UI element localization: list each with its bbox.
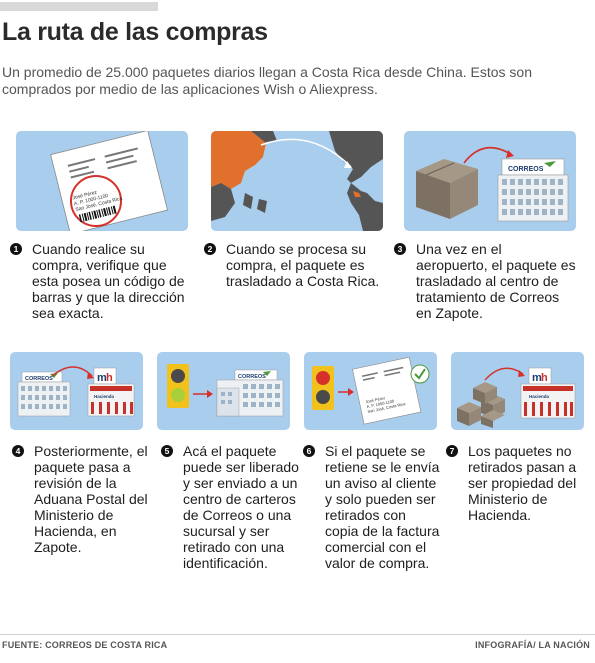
package-boxes-icon (457, 382, 505, 428)
step-number-badge: 5 (161, 445, 173, 457)
panel-3-airport-illustration: CORREOS (404, 131, 576, 231)
checkmark-icon (410, 364, 430, 384)
step-number-badge: 6 (303, 445, 315, 457)
svg-text:h: h (541, 372, 548, 384)
page-subtitle: Un promedio de 25.000 paquetes diarios l… (2, 64, 532, 97)
svg-text:Hacienda: Hacienda (94, 394, 115, 399)
correos-building-icon: CORREOS (216, 369, 284, 417)
correos-building-icon: CORREOS (17, 371, 71, 417)
step-number-badge: 2 (204, 243, 216, 255)
step-text: Acá el paquete puede ser liberado y ser … (183, 443, 299, 571)
shipping-label-icon (50, 131, 168, 231)
hacienda-building-icon: m h Hacienda (520, 367, 576, 419)
svg-text:m: m (532, 372, 542, 384)
top-accent-bar (0, 2, 158, 11)
step-number-badge: 4 (12, 445, 24, 457)
traffic-light-green-icon (167, 364, 189, 408)
step-text: Si el paquete se retiene se le envía un … (325, 443, 440, 571)
panel-6-retained-illustration: José Pérez A. P. 1000-1100 San José, Cos… (304, 352, 437, 430)
svg-text:José Pérez: José Pérez (72, 189, 98, 201)
world-map-icon (211, 131, 383, 231)
svg-text:José Pérez: José Pérez (365, 395, 386, 404)
step-text: Cuando se procesa su compra, el paquete … (226, 241, 380, 289)
package-box-icon (416, 159, 478, 219)
footer-divider (0, 634, 595, 635)
panel-1-label-illustration: José Pérez A. P. 1000-1100 San José, Cos… (16, 131, 188, 231)
svg-text:CORREOS: CORREOS (508, 166, 544, 173)
step-number-badge: 3 (394, 243, 406, 255)
svg-text:A. P. 1000-1100: A. P. 1000-1100 (366, 398, 395, 409)
step-text: Cuando realice su compra, verifique que … (32, 241, 185, 321)
source-credit: FUENTE: CORREOS DE COSTA RICA (2, 640, 168, 650)
svg-text:m: m (97, 372, 107, 384)
step-text: Una vez en el aeropuerto, el paquete es … (416, 241, 576, 321)
step-number-badge: 7 (446, 445, 458, 457)
correos-building-icon: CORREOS (497, 158, 569, 222)
page-title: La ruta de las compras (2, 18, 268, 46)
panel-7-hacienda-illustration: m h Hacienda (451, 352, 584, 430)
panel-2-map-illustration (211, 131, 383, 231)
svg-text:CORREOS: CORREOS (238, 374, 266, 380)
graphic-credit: INFOGRAFÍA/ LA NACIÓN (475, 640, 590, 650)
svg-text:h: h (106, 372, 113, 384)
svg-text:CORREOS: CORREOS (25, 376, 53, 382)
traffic-light-red-icon (312, 366, 334, 410)
svg-text:Hacienda: Hacienda (529, 394, 550, 399)
step-text: Los paquetes no retirados pasan a ser pr… (468, 443, 577, 523)
step-number-badge: 1 (10, 243, 22, 255)
hacienda-building-icon: m h Hacienda (87, 367, 135, 417)
notice-document-icon: José Pérez A. P. 1000-1100 San José, Cos… (352, 356, 422, 425)
step-text: Posteriormente, el paquete pasa a revisi… (34, 443, 148, 555)
panel-5-release-illustration: CORREOS (157, 352, 290, 430)
panel-4-customs-illustration: CORREOS m h Hacienda (10, 352, 143, 430)
